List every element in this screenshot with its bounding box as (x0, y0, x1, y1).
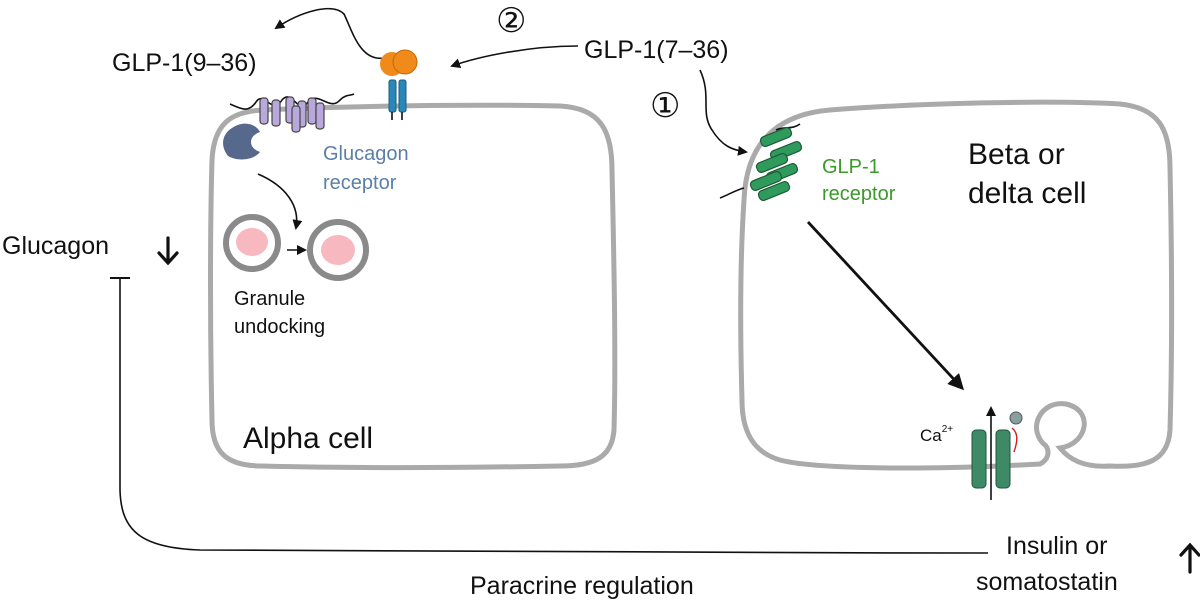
glucagon-label: Glucagon (2, 232, 109, 260)
calcium-symbol: Ca (920, 426, 942, 445)
undocked-granule (307, 219, 369, 281)
alpha-cell-label: Alpha cell (243, 422, 373, 455)
insulin-somatostatin-label-line2: somatostatin (976, 568, 1118, 596)
pathway-2-marker: ② (496, 2, 526, 40)
glucagon-decrease-arrow (157, 236, 179, 266)
beta-delta-cell-label-line2: delta cell (968, 177, 1086, 210)
glp1-receptor-label-line2: receptor (822, 183, 896, 205)
channel-ball (1009, 411, 1023, 425)
paracrine-inhibition-line (119, 278, 989, 554)
granule-undocking-label-line2: undocking (234, 316, 325, 338)
paracrine-regulation-label: Paracrine regulation (470, 572, 694, 600)
glp1-7-36-label: GLP-1(7–36) (584, 36, 729, 64)
granule-undocking-label-line1: Granule (234, 288, 305, 310)
arrow-receptor-to-channel (806, 221, 965, 391)
dpp4-enzyme-icon (380, 49, 418, 76)
calcium-label: Ca2+ (920, 424, 953, 445)
alpha-cell-membrane (208, 102, 618, 470)
insulin-somatostatin-label-line1: Insulin or (1006, 532, 1107, 560)
glucagon-receptor-label-line1: Glucagon (323, 143, 409, 165)
arrow-enzyme-to-glp1-9-36 (274, 7, 385, 59)
beta-delta-cell-label-line1: Beta or (968, 138, 1065, 171)
arrow-glp1-to-glp1-receptor (699, 69, 748, 156)
pathway-1-marker: ① (650, 87, 680, 125)
effector-protein-shape (223, 123, 260, 160)
glucagon-receptor-icon (229, 93, 355, 133)
calcium-charge: 2+ (942, 424, 954, 435)
channel-linker (1011, 427, 1018, 453)
arrow-glp1-to-enzyme (450, 45, 579, 69)
glp1-receptor-label-line1: GLP-1 (822, 156, 880, 178)
calcium-channel-icon (971, 406, 1023, 500)
glp1-receptor-icon (719, 123, 803, 202)
docked-granule (223, 214, 281, 272)
arrow-effector-to-granule (257, 173, 303, 230)
glucagon-receptor-label-line2: receptor (323, 172, 397, 194)
beta-delta-cell-membrane (738, 99, 1174, 471)
insulin-increase-arrow (1179, 542, 1200, 574)
glp1-9-36-label: GLP-1(9–36) (112, 49, 257, 77)
receptor-anchor-icon (388, 79, 407, 120)
